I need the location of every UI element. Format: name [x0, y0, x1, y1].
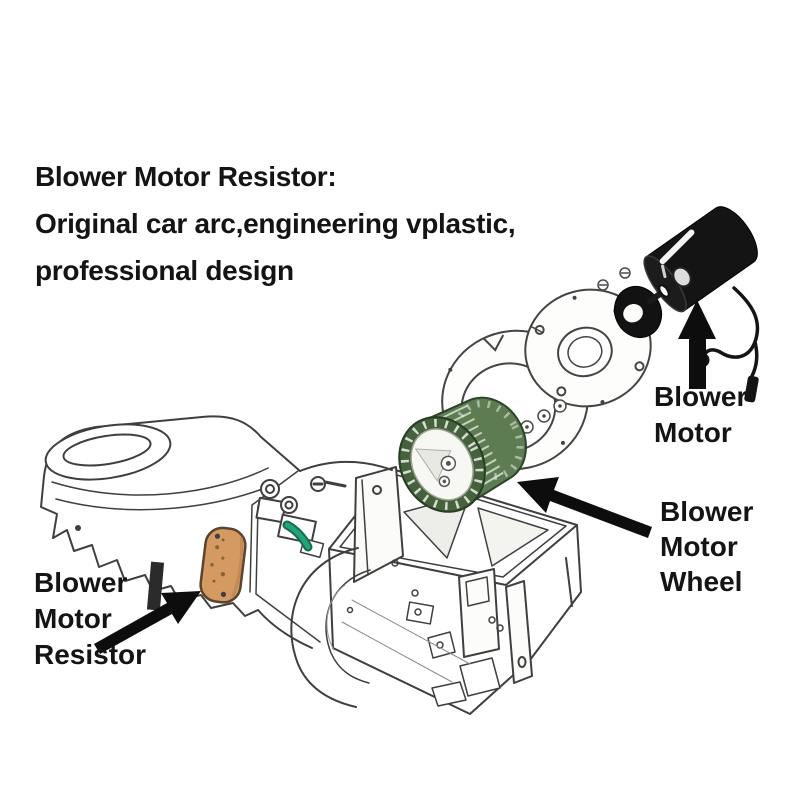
shaft-washer	[658, 284, 670, 298]
heater-box-drawing	[40, 415, 313, 649]
description-line-1: Blower Motor Resistor:	[35, 161, 337, 192]
blower-motor-wheel-label: Blower Motor Wheel	[660, 494, 753, 599]
blower-box-drawing	[255, 466, 582, 715]
resistor-label-line3: Resistor	[34, 639, 147, 670]
retaining-clip-drawing	[282, 520, 313, 552]
blower-motor-resistor-label: Blower Motor Resistor	[34, 565, 146, 673]
wheel-label-line2: Motor	[660, 531, 738, 562]
wire-plug	[744, 375, 759, 403]
resistor-body	[199, 526, 247, 604]
blower-motor-label-line1: Blower	[654, 381, 748, 412]
wheel-label-line1: Blower	[660, 496, 754, 527]
resistor-part-drawing	[199, 526, 247, 604]
blower-motor-drawing	[643, 206, 760, 403]
resistor-label-line1: Blower	[34, 567, 128, 598]
description-line-2: Original car arc,engineering vplastic,	[35, 208, 516, 239]
arrow-to-motor	[678, 300, 716, 389]
wheel-label-line3: Wheel	[660, 566, 743, 597]
plate-screws	[597, 267, 631, 291]
blower-motor-label-line2: Motor	[654, 417, 732, 448]
heater-duct-inner	[62, 433, 152, 467]
blower-wheel-drawing	[398, 396, 527, 513]
resistor-label-line2: Motor	[34, 603, 112, 634]
shaft-collar	[672, 266, 692, 288]
hub-screws	[520, 399, 567, 434]
blower-motor-label: Blower Motor	[654, 379, 747, 451]
arrow-to-wheel	[517, 477, 652, 538]
arrow-to-resistor	[94, 591, 201, 654]
product-description: Blower Motor Resistor: Original car arc,…	[35, 153, 516, 294]
heater-side-slot	[146, 561, 165, 611]
description-line-3: professional design	[35, 255, 294, 286]
